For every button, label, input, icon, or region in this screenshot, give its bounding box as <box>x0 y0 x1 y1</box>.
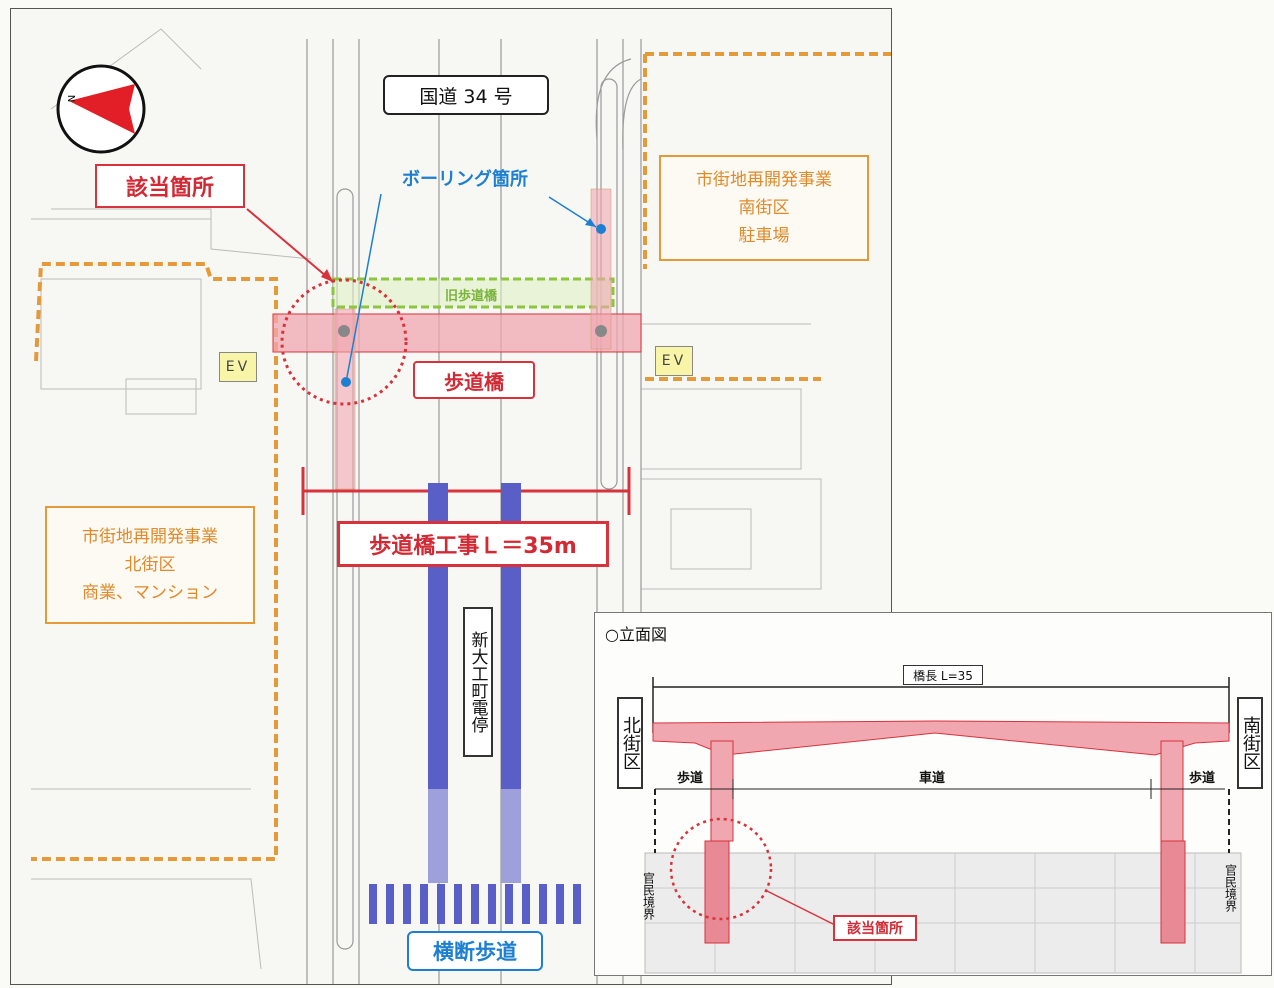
crosswalk-stripes <box>369 884 581 924</box>
pier-north <box>710 740 734 842</box>
building-outlines <box>31 28 822 970</box>
old-bridge-label: 旧歩道橋 <box>444 288 497 304</box>
footing-north <box>704 840 730 944</box>
south-block-label: 南街区 <box>1237 697 1263 789</box>
carriageway-label: 車道 <box>919 771 946 786</box>
south-block-line-2: 南街区 <box>738 198 790 218</box>
tram-stop-label: 新大工町電停 <box>463 607 493 757</box>
elevation-drawing <box>644 677 1242 974</box>
ground-grid <box>645 853 1241 973</box>
compass-letter: N <box>67 94 79 103</box>
ground <box>644 852 1242 974</box>
sidewalk-left-label: 歩道 <box>677 771 704 786</box>
north-block-line-3: 商業、マンション <box>82 583 218 603</box>
boundary-left-label: 官民境界 <box>641 872 656 920</box>
south-block-line-1: 市街地再開発事業 <box>696 170 832 190</box>
elevation-title: ○立面図 <box>605 625 667 644</box>
road-dimension <box>655 779 1225 799</box>
compass-icon <box>56 64 146 154</box>
footing-south <box>1160 840 1186 944</box>
crosswalk-label: 横断歩道 <box>407 931 543 971</box>
elevation-view: ○立面図 橋長 L=35 北街区 南街区 歩道 車道 歩道 官民境界 官民境界 … <box>594 612 1272 976</box>
target-leader-line <box>246 208 334 283</box>
target-label: 該当箇所 <box>95 164 245 208</box>
construction-label: 歩道橋工事Ｌ＝35m <box>337 521 609 567</box>
redevelopment-boundary <box>31 52 891 861</box>
road-label: 国道 34 号 <box>383 75 549 115</box>
elev-target-label: 該当箇所 <box>833 915 917 941</box>
bridge-label: 歩道橋 <box>413 361 535 399</box>
elev-target-circle <box>669 817 773 921</box>
target-circle <box>280 278 408 406</box>
south-block-line-3: 駐車場 <box>738 226 790 246</box>
south-block-box: 市街地再開発事業 南街区 駐車場 <box>659 155 869 261</box>
boring-label: ボーリング箇所 <box>402 169 528 190</box>
ev-right: EV <box>655 346 693 376</box>
construction-span-line <box>301 467 631 515</box>
bridge-deck <box>652 720 1230 756</box>
boring-point-north <box>341 377 351 387</box>
sidewalk-right-label: 歩道 <box>1189 771 1216 786</box>
new-bridge <box>272 188 642 490</box>
north-block-line-2: 北街区 <box>124 555 176 575</box>
ev-left: EV <box>219 352 257 382</box>
north-block-label: 北街区 <box>617 697 643 789</box>
tram-tracks <box>428 483 521 883</box>
boundary-right-label: 官民境界 <box>1223 864 1238 912</box>
pier-south <box>1160 740 1184 842</box>
north-block-line-1: 市街地再開発事業 <box>82 527 218 547</box>
north-block-box: 市街地再開発事業 北街区 商業、マンション <box>45 506 255 624</box>
span-label: 橋長 L=35 <box>903 665 983 685</box>
boring-leader-line-1 <box>346 193 382 378</box>
boring-point-south <box>596 224 606 234</box>
elev-target-leader <box>766 890 836 926</box>
